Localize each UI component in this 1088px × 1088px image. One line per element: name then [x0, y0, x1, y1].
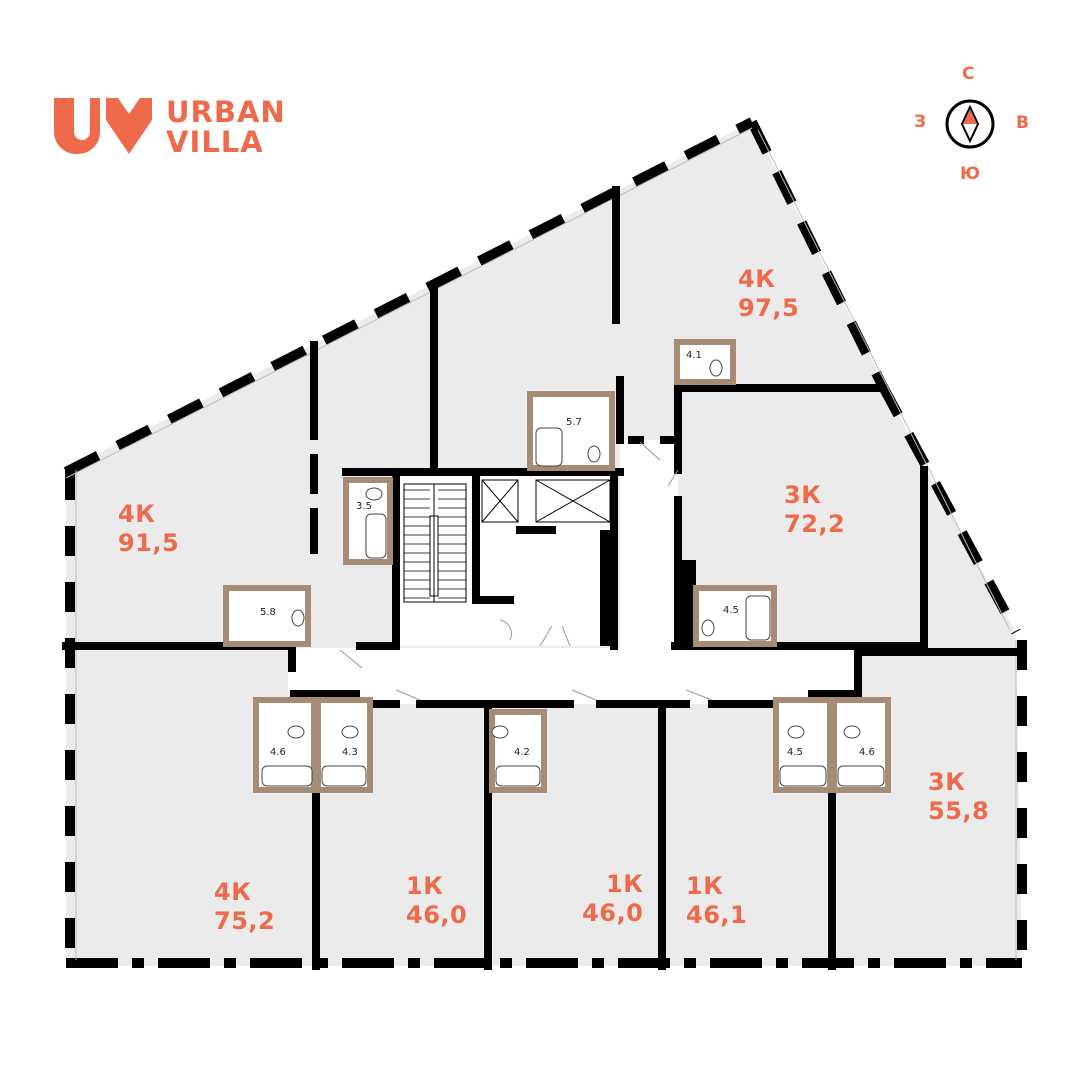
stair-core	[392, 474, 618, 646]
exterior-walls	[63, 117, 1027, 968]
bathroom-area-label: 4.1	[686, 350, 702, 361]
apartment-type: 3К	[784, 481, 822, 509]
apartment-area: 72,2	[784, 510, 846, 538]
compass-east-label: В	[1016, 113, 1029, 133]
bathroom-area-label: 3.5	[356, 501, 372, 512]
lift-shafts	[481, 479, 611, 523]
apartment-label-4k-75: 4К 75,2	[214, 878, 275, 936]
bathroom-area-label: 4.5	[723, 605, 739, 616]
central-corridor	[288, 648, 858, 704]
bathroom-area-label: 4.6	[859, 747, 875, 758]
apartment-type: 1К	[686, 872, 724, 900]
apartment-type: 4К	[214, 878, 252, 906]
apartment-area: 91,5	[118, 529, 180, 557]
brand-line-1: URBAN	[166, 95, 286, 129]
doors	[339, 441, 713, 701]
apartment-label-3k-72: 3К 72,2	[784, 481, 845, 539]
compass-south-label: Ю	[960, 164, 980, 184]
apartment-area: 97,5	[738, 294, 800, 322]
compass: С З В Ю	[906, 62, 1066, 192]
apartment-label-4k-97: 4К 97,5	[738, 265, 799, 323]
apartment-label-4k-91: 4К 91,5	[118, 500, 179, 558]
bathroom-area-label: 5.7	[566, 417, 582, 428]
apartment-type: 4К	[118, 500, 156, 528]
apartment-area: 75,2	[214, 907, 276, 935]
apartment-label-1k-46-a: 1К 46,0	[406, 872, 467, 930]
urban-villa-logo-icon	[54, 98, 152, 154]
apartment-label-3k-55: 3К 55,8	[928, 768, 989, 826]
apartment-type: 1К	[406, 872, 444, 900]
bathroom-area-label: 4.5	[787, 747, 803, 758]
bathroom-area-label: 5.8	[260, 607, 276, 618]
compass-west-label: З	[914, 112, 927, 132]
compass-needle-icon	[945, 99, 995, 149]
compass-north-label: С	[962, 64, 975, 84]
bathroom-area-label: 4.3	[342, 747, 358, 758]
apartment-area: 46,1	[686, 901, 748, 929]
brand-block: URBAN VILLA	[54, 98, 334, 158]
apartment-label-1k-46-b: 1К 46,0	[576, 870, 643, 928]
apartment-type: 4К	[738, 265, 776, 293]
lift-lobby-vertical	[620, 440, 678, 650]
bathroom-area-label: 4.2	[514, 747, 530, 758]
bathroom-area-label: 4.6	[270, 747, 286, 758]
staircase	[403, 483, 467, 603]
apartment-area: 46,0	[582, 899, 644, 927]
apartment-label-1k-46-c: 1К 46,1	[686, 872, 747, 930]
apartment-area: 46,0	[406, 901, 468, 929]
apartment-type: 1К	[606, 870, 644, 898]
apartment-type: 3К	[928, 768, 966, 796]
apartment-area: 55,8	[928, 797, 990, 825]
brand-name: URBAN VILLA	[166, 98, 286, 158]
brand-line-2: VILLA	[166, 125, 264, 159]
